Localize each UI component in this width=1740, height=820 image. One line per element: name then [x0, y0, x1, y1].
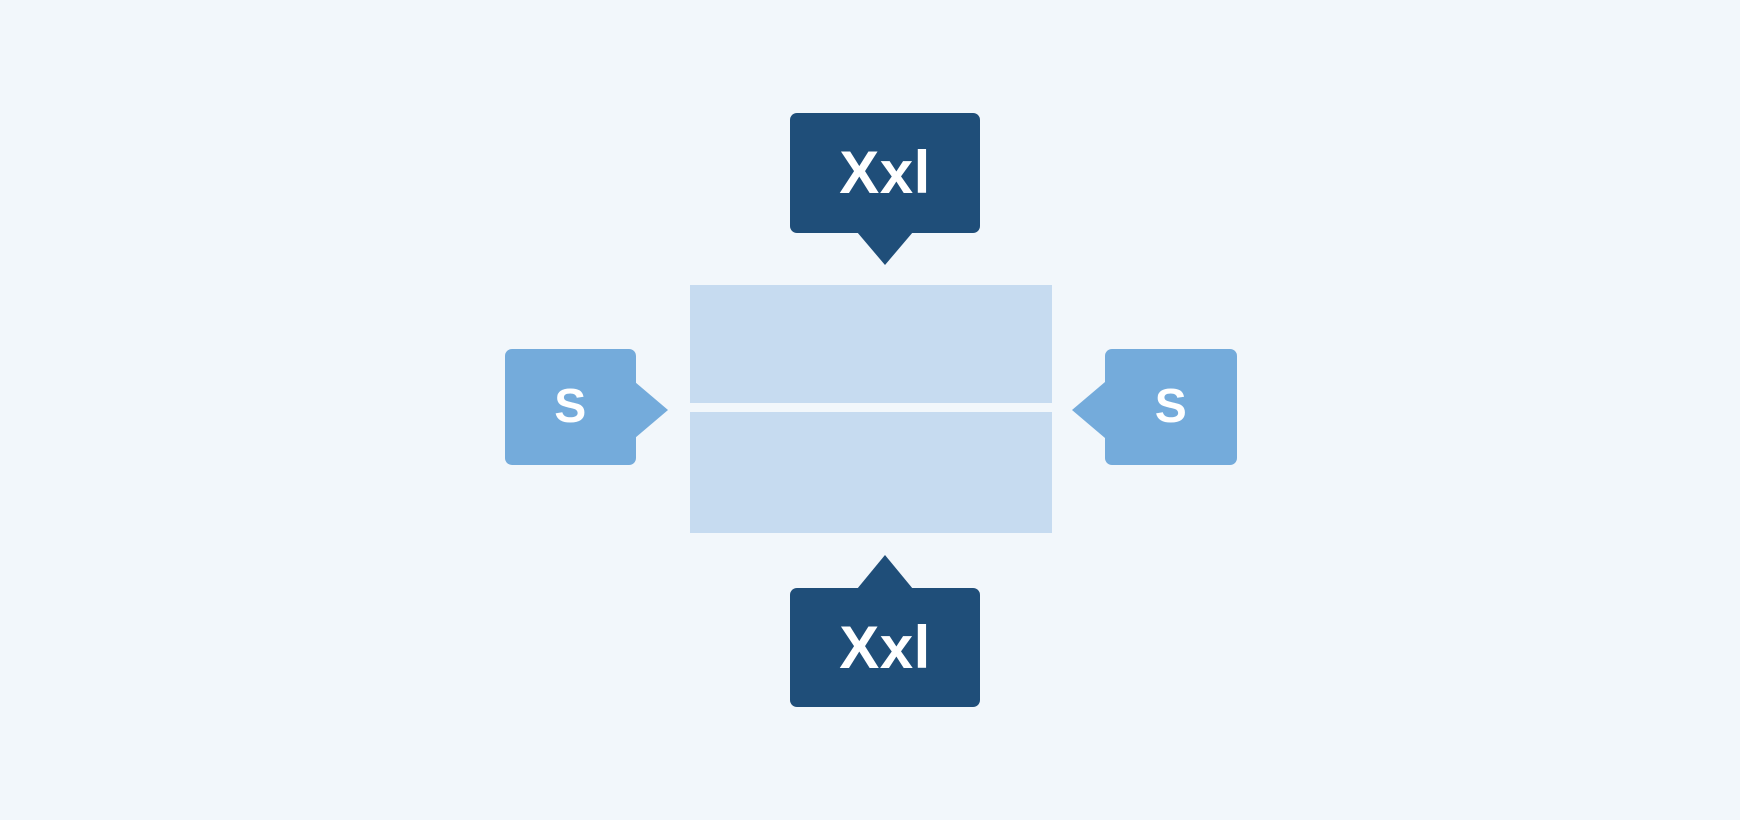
content-block-upper	[690, 285, 1052, 403]
callout-top-label: Xxl	[790, 113, 980, 233]
callout-left-arrow-right-icon	[635, 382, 668, 438]
callout-left-label: S	[505, 349, 636, 465]
content-block-lower	[690, 412, 1052, 533]
callout-bottom-label: Xxl	[790, 588, 980, 707]
callout-bottom-arrow-up-icon	[857, 555, 913, 589]
callout-top-arrow-down-icon	[857, 232, 913, 265]
callout-right-arrow-left-icon	[1072, 382, 1105, 438]
callout-right-label: S	[1105, 349, 1237, 465]
